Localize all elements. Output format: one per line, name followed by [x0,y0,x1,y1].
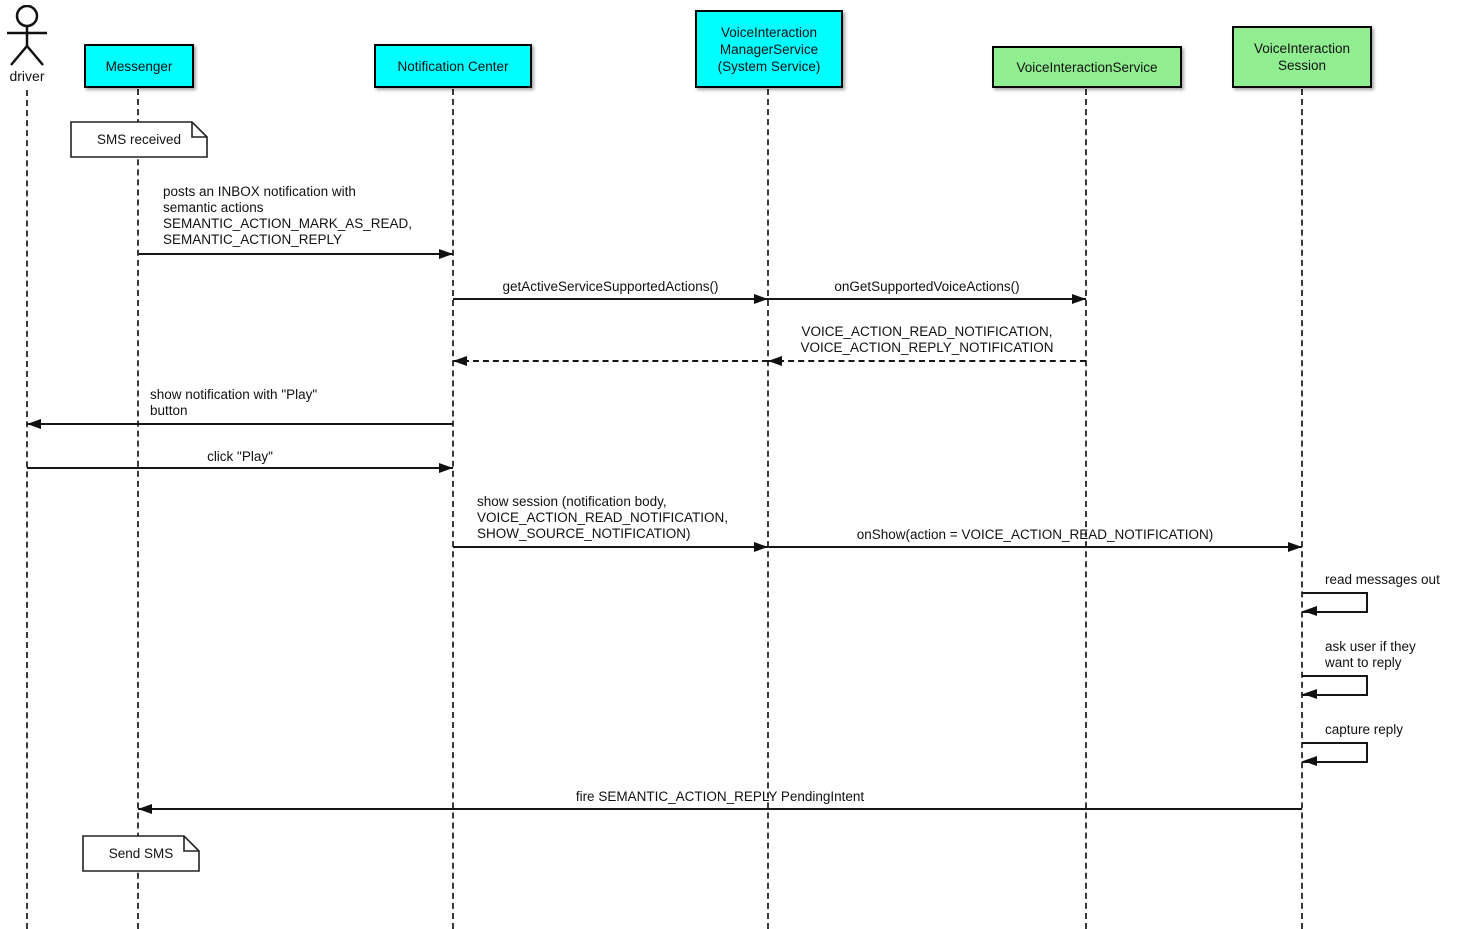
message-line [27,423,453,425]
message-line [27,467,453,469]
message-line [768,546,1302,548]
message-line [453,546,768,548]
arrowhead-left-icon [138,804,152,814]
arrowhead-left-icon [27,419,41,429]
message-label-show-notification-play-button: show notification with "Play" button [150,387,318,418]
lifeline-voice-interaction-manager-service [767,89,769,929]
message-label-on-show: onShow(action = VOICE_ACTION_READ_NOTIFI… [856,527,1214,542]
message-label-capture-reply: capture reply [1325,722,1404,737]
lifeline-voice-interaction-service [1085,89,1087,929]
note-sms-received: SMS received [70,121,208,158]
actor-label: driver [9,68,45,84]
participant-messenger: Messenger [84,44,194,88]
note-send-sms: Send SMS [82,835,200,872]
note-label: SMS received [96,132,182,147]
arrowhead-left-icon [1303,606,1317,616]
arrowhead-right-icon [439,463,453,473]
message-label-on-get-supported-voice-actions: onGetSupportedVoiceActions() [834,279,1020,294]
self-message-loop [1302,742,1368,763]
message-label-fire-semantic-action-reply: fire SEMANTIC_ACTION_REPLY PendingIntent [575,789,865,804]
message-line [768,298,1086,300]
arrowhead-left-icon [768,356,782,366]
lifeline-messenger [137,89,139,929]
lifeline-voice-interaction-session [1301,89,1303,929]
arrowhead-right-icon [754,294,768,304]
lifeline-notification-center [452,89,454,929]
arrowhead-right-icon [754,542,768,552]
message-line [453,298,768,300]
arrowhead-right-icon [439,249,453,259]
participant-voice-interaction-session: VoiceInteraction Session [1232,26,1372,88]
arrowhead-left-icon [453,356,467,366]
participant-voice-interaction-service: VoiceInteractionService [992,46,1182,88]
message-label-get-active-service-supported-actions: getActiveServiceSupportedActions() [502,279,719,294]
message-line-dashed [768,360,1086,362]
arrowhead-right-icon [1072,294,1086,304]
note-outline [82,835,200,872]
arrowhead-left-icon [1303,756,1317,766]
self-message-loop [1302,675,1368,696]
message-label-posts-inbox-notification: posts an INBOX notification with semanti… [163,184,413,247]
message-label-show-session: show session (notification body, VOICE_A… [477,494,729,541]
message-label-click-play: click "Play" [207,449,273,464]
message-label-voice-actions-return: VOICE_ACTION_READ_NOTIFICATION, VOICE_AC… [800,324,1054,355]
message-line-dashed [453,360,768,362]
lifeline-driver [26,90,28,929]
message-line [139,253,453,255]
note-label: Send SMS [108,846,174,861]
note-outline [70,121,208,158]
actor-figure-icon [7,5,47,66]
arrowhead-left-icon [1303,689,1317,699]
message-label-read-messages-out: read messages out [1325,572,1440,587]
participant-voice-interaction-manager-service: VoiceInteraction ManagerService (System … [695,10,843,88]
participant-notification-center: Notification Center [374,44,532,88]
arrowhead-right-icon [1288,542,1302,552]
self-message-loop [1302,592,1368,613]
message-line [138,808,1302,810]
message-label-ask-user-reply: ask user if they want to reply [1325,639,1416,670]
